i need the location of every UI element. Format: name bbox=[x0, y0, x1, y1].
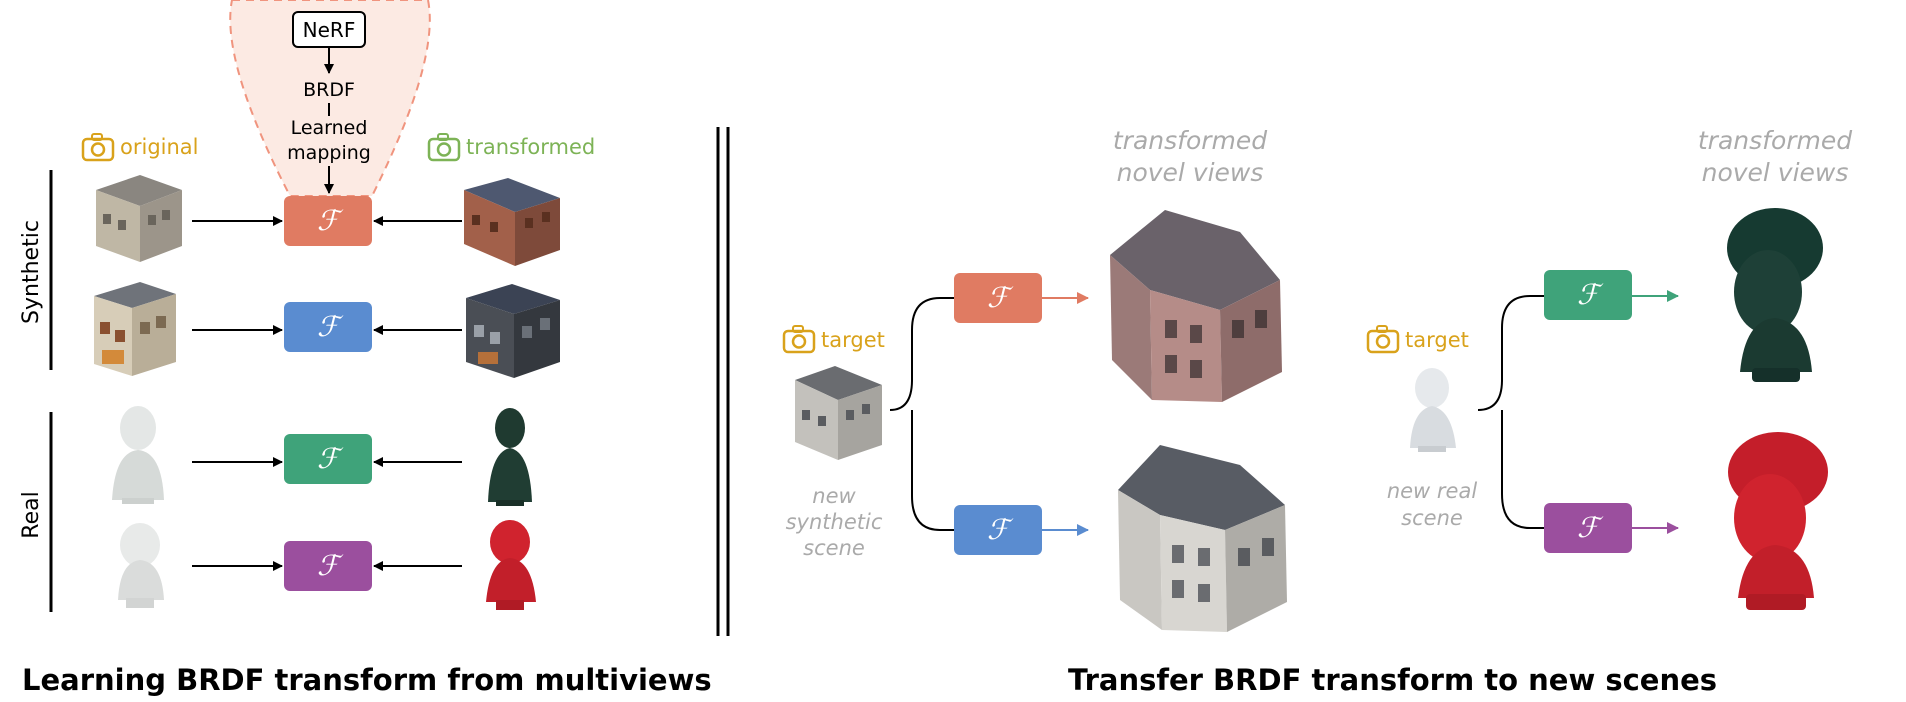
novel-view-bust-red bbox=[1728, 432, 1828, 610]
original-building-thumbnail-2 bbox=[94, 282, 176, 376]
row-group-synthetic: Synthetic bbox=[19, 220, 44, 324]
transform-box-blue bbox=[284, 302, 372, 352]
transformed-building-thumbnail-2 bbox=[466, 284, 560, 378]
novel-view-building-orange bbox=[1110, 210, 1282, 402]
synthetic-scene-line3: scene bbox=[803, 536, 865, 560]
mapping-label-line2: mapping bbox=[287, 142, 371, 164]
target-label-synthetic: target bbox=[821, 328, 885, 352]
right-caption: Transfer BRDF transform to new scenes bbox=[1068, 663, 1717, 697]
transform-box-purple bbox=[284, 541, 372, 591]
transformed-building-thumbnail-1 bbox=[464, 178, 560, 266]
camera-icon bbox=[81, 133, 115, 162]
original-bust-thumbnail-2 bbox=[118, 523, 164, 608]
camera-icon bbox=[427, 133, 461, 162]
row-group-real: Real bbox=[19, 491, 44, 538]
novel-views-line1-synthetic: transformed bbox=[1113, 126, 1267, 155]
nerf-cone bbox=[229, 0, 431, 197]
branch-connector-real bbox=[1477, 295, 1544, 529]
synthetic-scene-line1: new bbox=[812, 484, 856, 508]
real-scene-line2: scene bbox=[1401, 506, 1463, 530]
novel-views-line2-real: novel views bbox=[1702, 158, 1849, 187]
transformed-label: transformed bbox=[466, 135, 595, 159]
target-synthetic-building bbox=[795, 366, 882, 460]
synthetic-scene-line2: synthetic bbox=[786, 510, 883, 534]
original-bust-thumbnail-1 bbox=[112, 406, 164, 504]
branch-connector-synthetic bbox=[889, 297, 954, 531]
novel-view-bust-green bbox=[1727, 208, 1823, 382]
novel-view-building-blue bbox=[1118, 445, 1287, 632]
transform-box-purple-target bbox=[1544, 503, 1632, 553]
transformed-bust-thumbnail-1 bbox=[488, 408, 532, 506]
novel-views-line2-synthetic: novel views bbox=[1117, 158, 1264, 187]
camera-icon bbox=[782, 325, 816, 354]
original-label: original bbox=[120, 135, 199, 159]
transform-box-blue-target bbox=[954, 505, 1042, 555]
real-scene-line1: new real bbox=[1387, 479, 1478, 503]
transformed-bust-thumbnail-2 bbox=[486, 520, 536, 610]
left-caption: Learning BRDF transform from multiviews bbox=[22, 663, 712, 697]
transform-box-green bbox=[284, 434, 372, 484]
novel-views-line1-real: transformed bbox=[1698, 126, 1852, 155]
original-building-thumbnail-1 bbox=[96, 175, 182, 262]
nerf-label: NeRF bbox=[303, 18, 356, 42]
target-real-bust bbox=[1410, 368, 1456, 452]
transform-box-green-target bbox=[1544, 270, 1632, 320]
brdf-label: BRDF bbox=[303, 79, 355, 101]
mapping-label-line1: Learned bbox=[291, 117, 368, 139]
camera-icon bbox=[1366, 325, 1400, 354]
transform-box-orange bbox=[284, 196, 372, 246]
transform-box-orange-target bbox=[954, 273, 1042, 323]
target-label-real: target bbox=[1405, 328, 1469, 352]
